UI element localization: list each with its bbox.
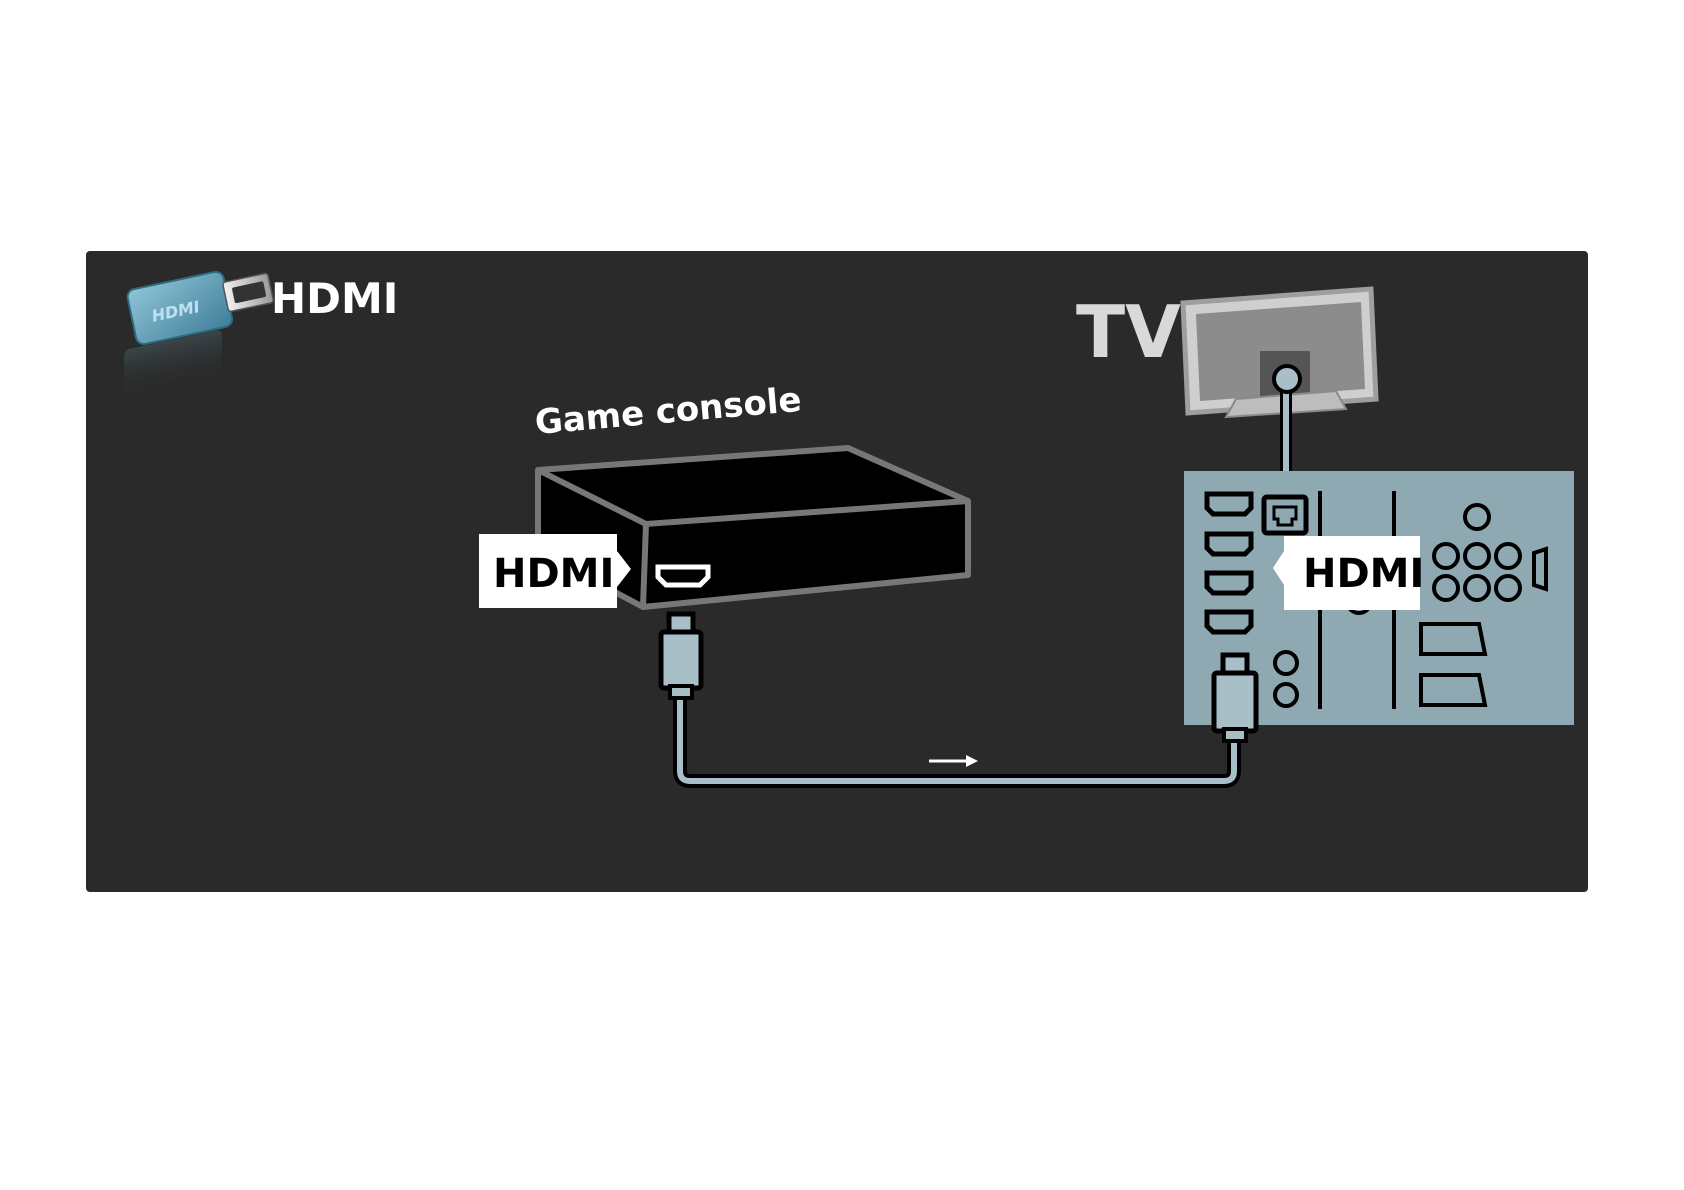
connector-legend-label: HDMI: [271, 274, 398, 323]
device-port-label: HDMI: [493, 551, 614, 597]
connection-diagram-panel: HDMI HDMI TV: [86, 251, 1588, 892]
device-port-callout: HDMI: [479, 534, 631, 608]
tv-port-label: HDMI: [1303, 551, 1424, 597]
connection-diagram: HDMI HDMI TV: [86, 251, 1588, 892]
tv-port-callout: HDMI: [1273, 536, 1424, 610]
tv-label: TV: [1076, 290, 1181, 374]
